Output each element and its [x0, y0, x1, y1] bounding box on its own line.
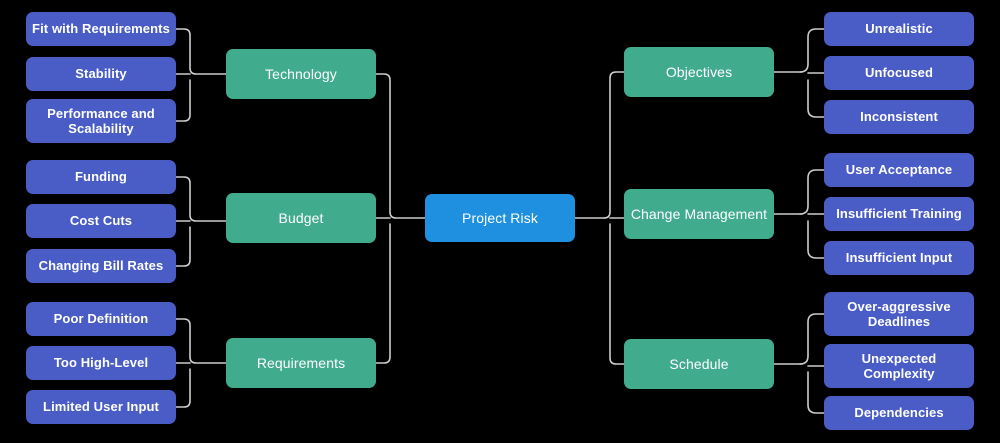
node-label: Unexpected Complexity: [861, 350, 937, 381]
node-label: Objectives: [665, 63, 733, 80]
node-label: Unrealistic: [865, 21, 933, 37]
node-label: Changing Bill Rates: [38, 258, 164, 274]
node-label: Requirements: [256, 354, 346, 371]
node-label: Performance and Scalability: [47, 105, 155, 136]
leaf-cost-cuts[interactable]: Cost Cuts: [26, 204, 176, 238]
node-label: Stability: [75, 66, 127, 82]
branch-requirements[interactable]: Requirements: [226, 338, 376, 388]
leaf-changing-bill-rates[interactable]: Changing Bill Rates: [26, 249, 176, 283]
leaf-unrealistic[interactable]: Unrealistic: [824, 12, 974, 46]
leaf-insufficient-training[interactable]: Insufficient Training: [824, 197, 974, 231]
node-label: Over-aggressive Deadlines: [847, 298, 951, 329]
node-label: Limited User Input: [43, 399, 159, 415]
branch-budget[interactable]: Budget: [226, 193, 376, 243]
node-label: Insufficient Training: [836, 206, 962, 222]
node-label: Fit with Requirements: [32, 21, 170, 37]
leaf-poor-definition[interactable]: Poor Definition: [26, 302, 176, 336]
node-label: Dependencies: [854, 405, 944, 421]
node-label: Insufficient Input: [845, 250, 953, 266]
node-label: Schedule: [669, 355, 729, 372]
leaf-insufficient-input[interactable]: Insufficient Input: [824, 241, 974, 275]
node-label: Change Management: [630, 205, 768, 222]
leaf-funding[interactable]: Funding: [26, 160, 176, 194]
node-label: Technology: [265, 65, 337, 82]
node-label: Unfocused: [864, 65, 934, 81]
leaf-stability[interactable]: Stability: [26, 57, 176, 91]
node-label: Too High-Level: [53, 355, 149, 371]
leaf-too-high-level[interactable]: Too High-Level: [26, 346, 176, 380]
node-label: Cost Cuts: [69, 213, 133, 229]
branch-schedule[interactable]: Schedule: [624, 339, 774, 389]
leaf-unfocused[interactable]: Unfocused: [824, 56, 974, 90]
leaf-unexpected-complexity[interactable]: Unexpected Complexity: [824, 344, 974, 388]
branch-change-management[interactable]: Change Management: [624, 189, 774, 239]
node-label: Budget: [278, 209, 324, 226]
leaf-user-acceptance[interactable]: User Acceptance: [824, 153, 974, 187]
leaf-dependencies[interactable]: Dependencies: [824, 396, 974, 430]
leaf-limited-user-input[interactable]: Limited User Input: [26, 390, 176, 424]
node-label: User Acceptance: [845, 162, 953, 178]
root-project-risk[interactable]: Project Risk: [425, 194, 575, 242]
branch-objectives[interactable]: Objectives: [624, 47, 774, 97]
node-label: Poor Definition: [53, 311, 149, 327]
node-label: Project Risk: [462, 209, 538, 226]
leaf-performance-and-scalability[interactable]: Performance and Scalability: [26, 99, 176, 143]
leaf-inconsistent[interactable]: Inconsistent: [824, 100, 974, 134]
leaf-over-aggressive-deadlines[interactable]: Over-aggressive Deadlines: [824, 292, 974, 336]
leaf-fit-with-requirements[interactable]: Fit with Requirements: [26, 12, 176, 46]
node-label: Funding: [75, 169, 127, 185]
branch-technology[interactable]: Technology: [226, 49, 376, 99]
node-label: Inconsistent: [860, 109, 938, 125]
